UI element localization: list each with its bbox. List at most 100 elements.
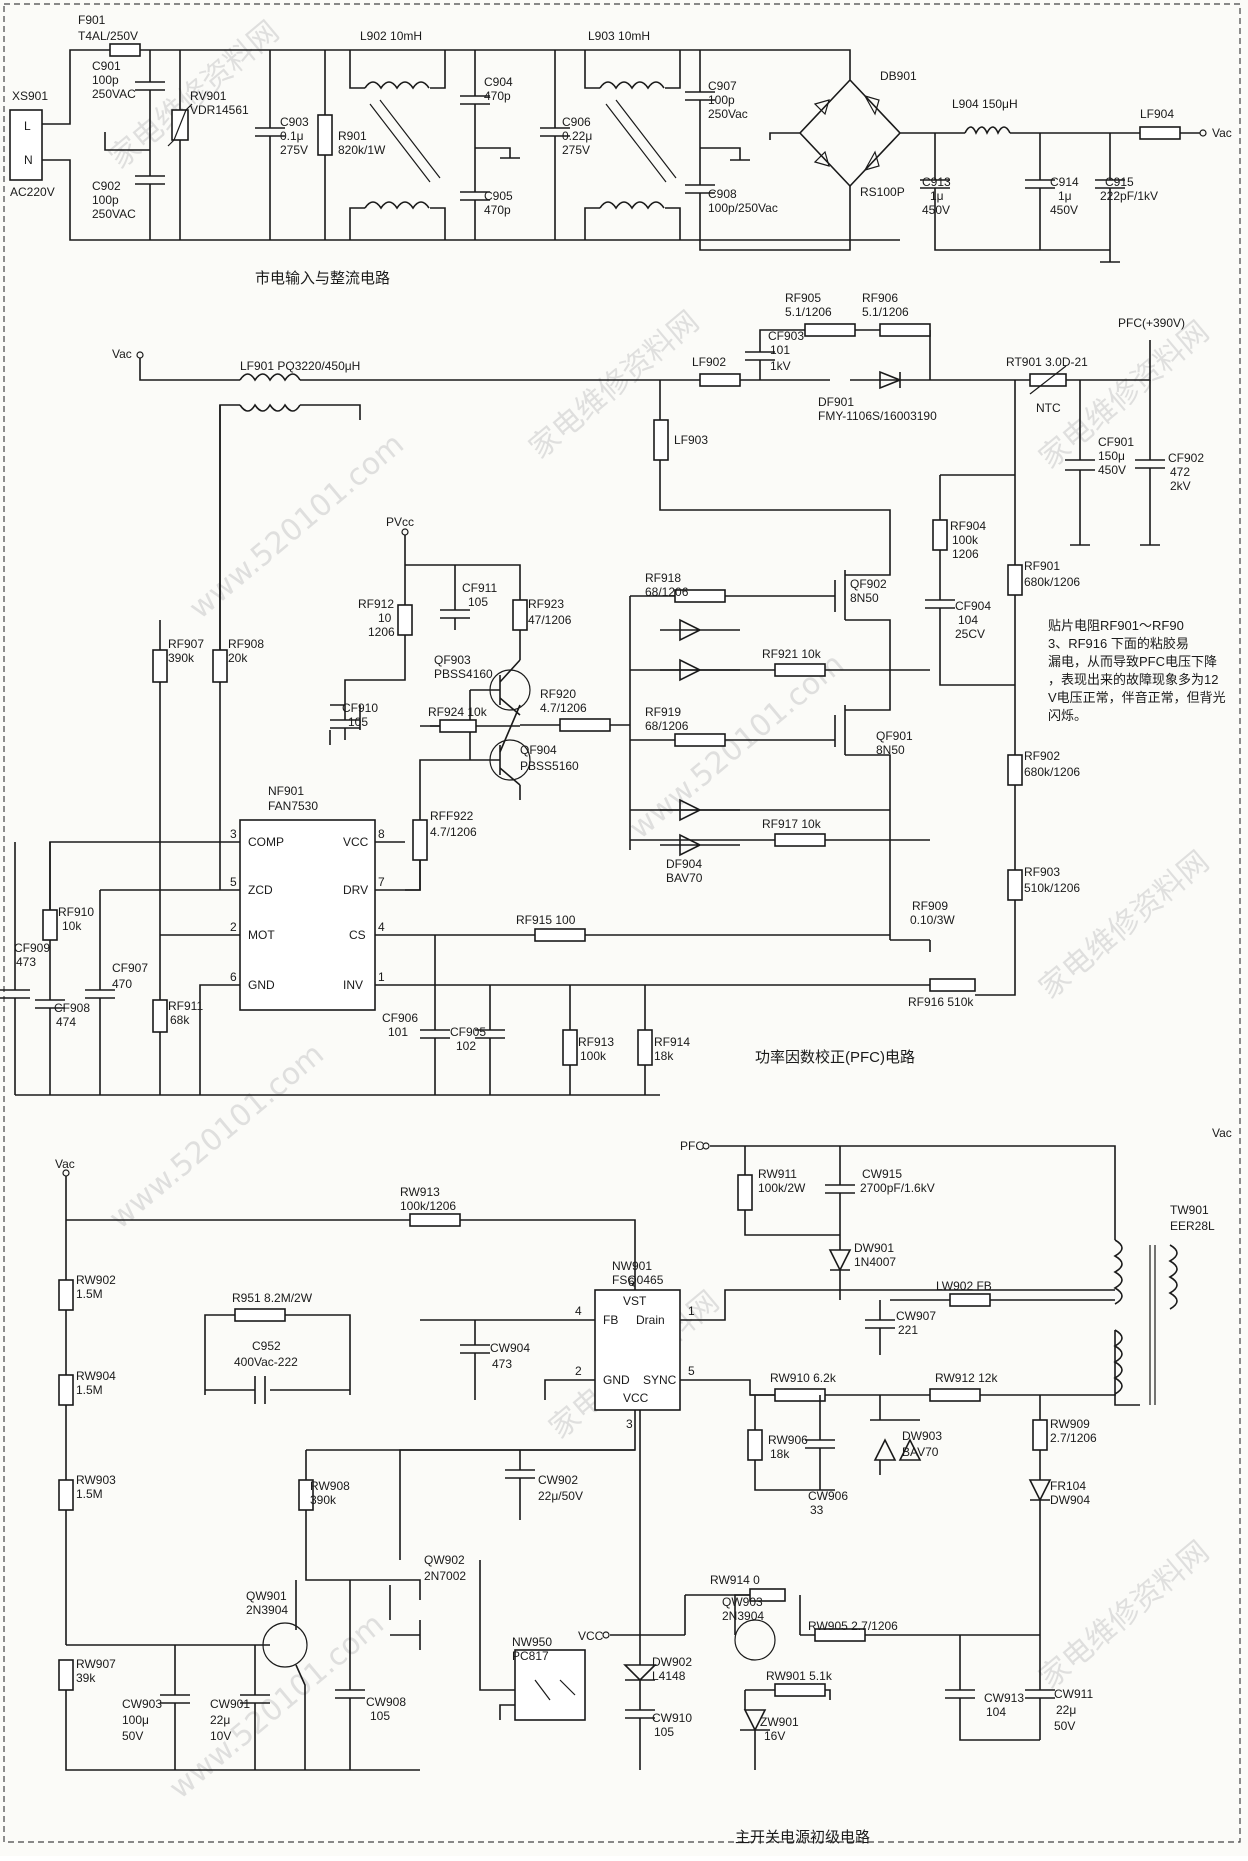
resistor-rf904 — [932, 519, 948, 551]
section-title-primary: 主开关电源初级电路 — [735, 1829, 870, 1846]
ic-pin-number: 6 — [230, 970, 237, 984]
resistor-rf901 — [1007, 564, 1023, 596]
component-label-rf902: RF902 — [1024, 749, 1060, 763]
component-label-rw902: RW902 — [76, 1273, 116, 1287]
component-label-rf923: RF923 — [528, 597, 564, 611]
component-label-cw904v: 473 — [492, 1357, 512, 1371]
component-label-cf910: CF910 — [342, 701, 378, 715]
component-label-cw903r: 50V — [122, 1729, 143, 1743]
ic-pin-number: 2 — [230, 920, 237, 934]
component-label-rf912: RF912 — [358, 597, 394, 611]
component-label-rf903v: 510k/1206 — [1024, 881, 1080, 895]
resistor-rw913 — [409, 1213, 461, 1227]
component-label-c902v: 100p — [92, 193, 119, 207]
ic-pin-label: ZCD — [248, 883, 273, 897]
component-label-qf902v: 8N50 — [850, 591, 879, 605]
ic-pin-number: 6 — [628, 1275, 635, 1289]
ic-pin-label: DRV — [343, 883, 368, 897]
component-label-cf907: CF907 — [112, 961, 148, 975]
resistor-rf918 — [674, 589, 726, 603]
component-label-c915v: 222pF/1kV — [1100, 189, 1158, 203]
component-label-rf909v: 0.10/3W — [910, 913, 955, 927]
component-label-c914: C914 — [1050, 175, 1079, 189]
component-label-cw910v: 105 — [654, 1725, 674, 1739]
component-label-qf902: QF902 — [850, 577, 887, 591]
component-label-dw903: DW903 — [902, 1429, 942, 1443]
resistor-rw903 — [58, 1479, 74, 1511]
component-label-nw950: NW950 — [512, 1635, 552, 1649]
component-label-rw906: RW906 — [768, 1433, 808, 1447]
component-label-rf910: RF910 — [58, 905, 94, 919]
resistor-rf924 — [439, 719, 477, 733]
component-label-qf903: QF903 — [434, 653, 471, 667]
component-label-c913v: 1μ — [930, 189, 944, 203]
component-label-rw903: RW903 — [76, 1473, 116, 1487]
component-label-pfc2: PFC — [680, 1139, 704, 1153]
component-label-rf914: RF914 — [654, 1035, 690, 1049]
component-label-cf909v: 473 — [16, 955, 36, 969]
component-label-cf902v: 472 — [1170, 465, 1190, 479]
component-label-c952: C952 — [252, 1339, 281, 1353]
component-label-tw901: TW901 — [1170, 1203, 1209, 1217]
component-label-c901: C901 — [92, 59, 121, 73]
component-label-cw901: CW901 — [210, 1697, 250, 1711]
resistor-rf919 — [674, 733, 726, 747]
ic-pin-label: VCC — [343, 835, 369, 849]
component-label-rw909: RW909 — [1050, 1417, 1090, 1431]
component-label-rf904: RF904 — [950, 519, 986, 533]
component-label-rf924: RF924 10k — [428, 705, 488, 719]
component-label-cw906v: 33 — [810, 1503, 824, 1517]
component-label-pfc390: PFC(+390V) — [1118, 316, 1185, 330]
component-label-rf910v: 10k — [62, 919, 82, 933]
ic-pin-label: Drain — [636, 1313, 665, 1327]
component-label-vac3: Vac — [55, 1157, 75, 1171]
component-label-cw902: CW902 — [538, 1473, 578, 1487]
component-label-cf906v: 101 — [388, 1025, 408, 1039]
resistor-rf902 — [1007, 754, 1023, 786]
component-label-lf903: LF903 — [674, 433, 708, 447]
resistor-rf912 — [397, 604, 413, 636]
component-label-df904: DF904 — [666, 857, 702, 871]
component-label-rf912r: 1206 — [368, 625, 395, 639]
component-label-rw907: RW907 — [76, 1657, 116, 1671]
component-label-c905: C905 — [484, 189, 513, 203]
component-label-qf901: QF901 — [876, 729, 913, 743]
pvcc-terminal — [401, 528, 409, 536]
component-label-xsN: N — [24, 153, 33, 167]
component-label-rf918: RF918 — [645, 571, 681, 585]
component-label-rw910: RW910 6.2k — [770, 1371, 837, 1385]
component-label-rf919v: 68/1206 — [645, 719, 689, 733]
component-label-c902r: 250VAC — [92, 207, 136, 221]
component-label-cw907v: 221 — [898, 1323, 918, 1337]
component-label-rff922: RFF922 — [430, 809, 474, 823]
component-label-cf903v: 101 — [770, 343, 790, 357]
component-label-rf911: RF911 — [168, 999, 203, 1013]
component-label-rw909v: 2.7/1206 — [1050, 1431, 1097, 1445]
component-label-cw901v: 22μ — [210, 1713, 230, 1727]
resistor-r951 — [234, 1308, 286, 1322]
component-label-rf908: RF908 — [228, 637, 264, 651]
resistor-rf923 — [512, 599, 528, 631]
component-label-zw901v: 16V — [764, 1729, 785, 1743]
component-label-cf911: CF911 — [462, 581, 497, 595]
component-label-rf919: RF919 — [645, 705, 681, 719]
component-label-dw901: DW901 — [854, 1241, 894, 1255]
component-label-rf916: RF916 510k — [908, 995, 974, 1009]
component-label-rf912v: 10 — [378, 611, 392, 625]
ic-pin-number: 5 — [230, 875, 237, 889]
component-label-rw908v: 390k — [310, 1493, 337, 1507]
section-title-pfc: 功率因数校正(PFC)电路 — [755, 1049, 915, 1066]
component-label-cw902v: 22μ/50V — [538, 1489, 583, 1503]
component-label-cf903: CF903 — [768, 329, 804, 343]
resistor-rf910 — [42, 909, 58, 941]
component-label-cf910v: 105 — [348, 715, 368, 729]
component-label-rw906v: 18k — [770, 1447, 790, 1461]
component-label-rf907: RF907 — [168, 637, 204, 651]
component-label-c914r: 450V — [1050, 203, 1078, 217]
component-label-r951: R951 8.2M/2W — [232, 1291, 313, 1305]
component-label-pvcc: PVcc — [386, 515, 414, 529]
ic-ref-nw901: NW901 — [612, 1259, 652, 1273]
section-title-mains: 市电输入与整流电路 — [255, 270, 390, 287]
component-label-f901v: T4AL/250V — [78, 29, 138, 43]
component-label-rf906: RF906 — [862, 291, 898, 305]
